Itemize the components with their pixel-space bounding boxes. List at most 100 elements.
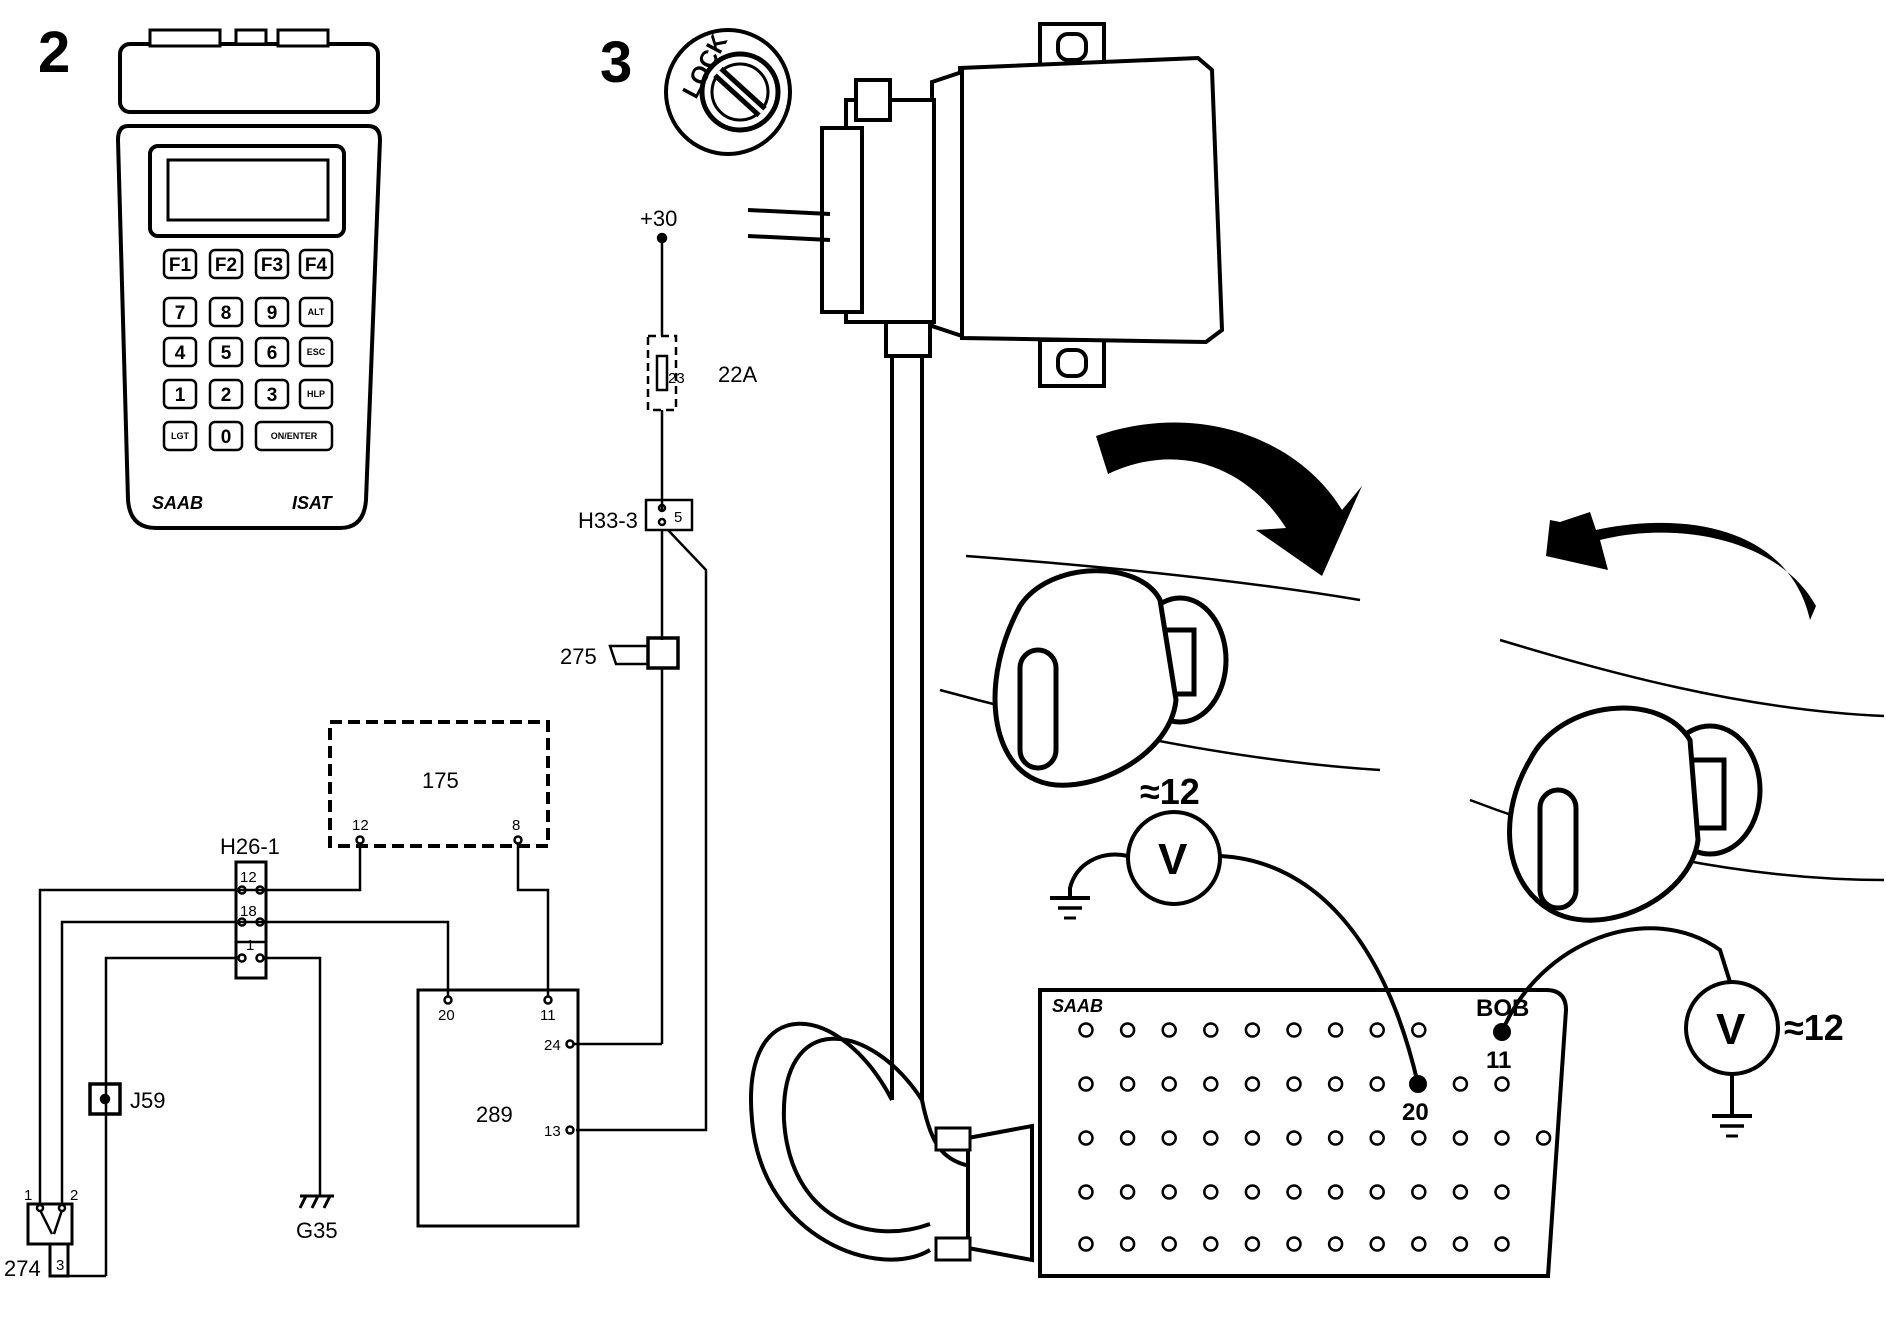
key-4-label: 4 — [175, 343, 186, 364]
bob-hole[interactable] — [1119, 1130, 1136, 1146]
bob-hole[interactable] — [1452, 1130, 1469, 1146]
key-f4[interactable] — [298, 248, 334, 280]
bob-pin-20-label: 20 — [1402, 1099, 1429, 1126]
bob-hole[interactable] — [1411, 1236, 1427, 1252]
bob-hole[interactable] — [1119, 1022, 1136, 1038]
bob-hole[interactable] — [1078, 1022, 1094, 1038]
bob-hole[interactable] — [1411, 1130, 1427, 1146]
bob-hole[interactable] — [1411, 1022, 1427, 1038]
key-5-label: 5 — [221, 343, 232, 364]
key-6[interactable] — [254, 336, 290, 368]
bob-hole[interactable] — [1203, 1184, 1219, 1200]
key-on-enter[interactable] — [254, 420, 334, 452]
key-8-label: 8 — [221, 303, 232, 324]
bob-hole[interactable] — [1369, 1076, 1385, 1092]
bob-hole[interactable] — [1369, 1184, 1385, 1200]
key-4[interactable] — [162, 336, 198, 368]
c175-pin-8: 8 — [512, 817, 520, 834]
switch-274-label: 274 — [4, 1256, 41, 1281]
bob-hole[interactable] — [1078, 1076, 1094, 1092]
bob-hole[interactable] — [1327, 1022, 1344, 1038]
key-in-ignition-on — [939, 554, 1381, 788]
bob-hole[interactable] — [1286, 1076, 1302, 1092]
h33-label: H33-3 — [578, 508, 638, 533]
key-0-label: 0 — [221, 427, 232, 448]
connector-j59 — [88, 1082, 122, 1116]
bob-hole[interactable] — [1452, 1236, 1469, 1252]
bob-hole[interactable] — [1244, 1022, 1261, 1038]
bob-hole[interactable] — [1494, 1236, 1510, 1252]
bob-hole[interactable] — [1203, 1076, 1219, 1092]
bob-hole[interactable] — [1286, 1236, 1302, 1252]
bob-hole[interactable] — [1244, 1184, 1261, 1200]
bob-hole[interactable] — [1244, 1076, 1261, 1092]
bob-hole[interactable] — [1494, 1184, 1510, 1200]
bob-hole[interactable] — [1369, 1022, 1385, 1038]
key-0[interactable] — [208, 420, 244, 452]
bob-hole[interactable] — [1327, 1076, 1344, 1092]
bob-hole[interactable] — [1078, 1184, 1094, 1200]
key-alt[interactable] — [298, 296, 334, 328]
key-7[interactable] — [162, 296, 198, 328]
key-1[interactable] — [162, 378, 198, 410]
bob-hole[interactable] — [1119, 1236, 1136, 1252]
module-harness — [747, 208, 924, 1100]
bob-hole[interactable] — [1369, 1236, 1385, 1252]
key-in-ignition-off — [1469, 638, 1885, 923]
key-2[interactable] — [208, 378, 244, 410]
s274-pin-3: 3 — [56, 1257, 64, 1274]
bob-hole[interactable] — [1203, 1022, 1219, 1038]
bob-hole[interactable] — [1244, 1236, 1261, 1252]
bob-hole[interactable] — [1078, 1130, 1094, 1146]
key-5[interactable] — [208, 336, 244, 368]
j59-label: J59 — [130, 1088, 165, 1113]
bob-hole[interactable] — [1327, 1236, 1344, 1252]
key-6-label: 6 — [267, 343, 278, 364]
bob-hole[interactable] — [1161, 1236, 1177, 1252]
bob-hole[interactable] — [1203, 1236, 1219, 1252]
bob-hole[interactable] — [1411, 1184, 1427, 1200]
bob-hole[interactable] — [1452, 1184, 1469, 1200]
bob-hole[interactable] — [1161, 1184, 1177, 1200]
bob-hole[interactable] — [1369, 1130, 1385, 1146]
key-esc[interactable] — [298, 336, 334, 368]
bob-hole[interactable] — [1203, 1130, 1219, 1146]
fuse-number: 23 — [668, 370, 685, 387]
wiring-schematic — [26, 232, 708, 1278]
bob-hole[interactable] — [1327, 1130, 1344, 1146]
key-9[interactable] — [254, 296, 290, 328]
panel-3-number: 3 — [600, 30, 632, 95]
c289-pin-11: 11 — [540, 1007, 556, 1024]
schematic-labels: +30 23 22A H33-3 5 275 175 12 8 H26-1 12… — [4, 206, 757, 1281]
voltmeter-right-symbol: V — [1716, 1005, 1746, 1054]
key-3[interactable] — [254, 378, 290, 410]
bob-hole[interactable] — [1327, 1184, 1344, 1200]
bob-hole[interactable] — [1494, 1130, 1510, 1146]
bob-hole[interactable] — [1161, 1076, 1177, 1092]
key-lgt[interactable] — [162, 420, 198, 452]
key-hlp[interactable] — [298, 378, 334, 410]
component-275-label: 275 — [560, 644, 597, 669]
bob-hole[interactable] — [1494, 1076, 1510, 1092]
voltmeter-left-symbol: V — [1158, 835, 1188, 884]
bob-hole[interactable] — [1244, 1130, 1261, 1146]
bob-hole[interactable] — [1161, 1022, 1177, 1038]
key-8[interactable] — [208, 296, 244, 328]
bob-hole[interactable] — [1078, 1236, 1094, 1252]
bob-hole[interactable] — [1119, 1076, 1136, 1092]
bob-hole[interactable] — [1119, 1184, 1136, 1200]
bob-hole[interactable] — [1286, 1184, 1302, 1200]
bob-hole[interactable] — [1452, 1076, 1469, 1092]
bob-hole[interactable] — [1535, 1130, 1552, 1146]
c289-pin-24: 24 — [544, 1037, 561, 1054]
key-1-label: 1 — [175, 385, 186, 406]
key-f1[interactable] — [162, 248, 198, 280]
ignition-control-module — [820, 22, 1225, 388]
key-f3[interactable] — [254, 248, 290, 280]
key-f2[interactable] — [208, 248, 244, 280]
s274-pin-2: 2 — [70, 1187, 78, 1204]
bob-hole[interactable] — [1161, 1130, 1177, 1146]
bob-hole[interactable] — [1286, 1022, 1302, 1038]
bob-hole[interactable] — [1286, 1130, 1302, 1146]
voltmeter-left-reading: ≈12 — [1140, 771, 1200, 812]
